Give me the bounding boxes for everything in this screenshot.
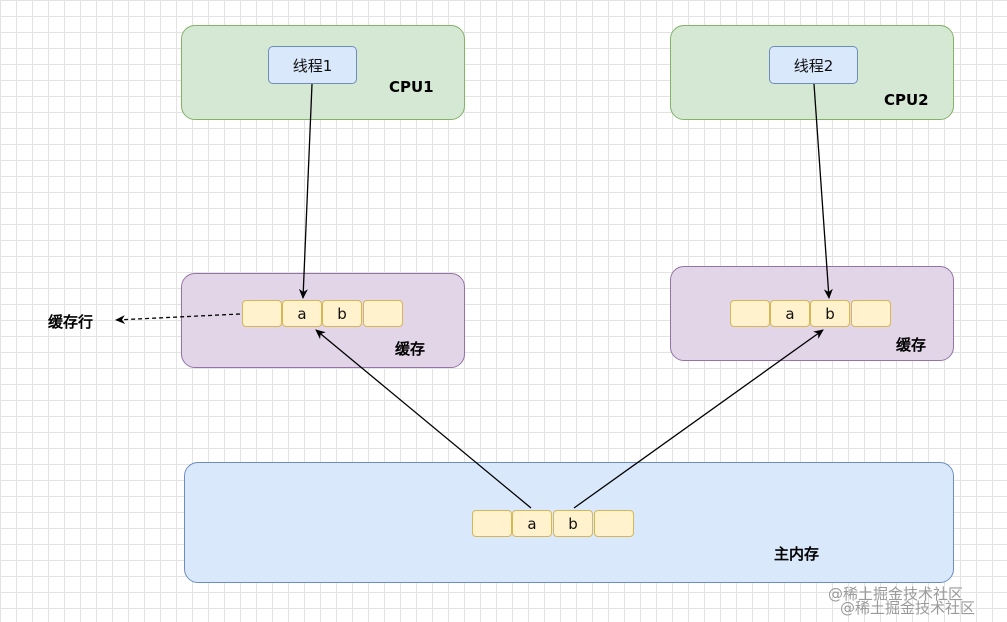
cpu2-label: CPU2 (884, 91, 929, 109)
cache2-label: 缓存 (896, 336, 927, 354)
watermark-text: @稀土掘金技术社区 (828, 585, 964, 603)
thread2-box: 线程2 (769, 46, 858, 84)
cache2-cell-a: a (770, 300, 810, 327)
cache-line-label: 缓存行 (48, 313, 94, 331)
memory-cell-1 (472, 510, 512, 537)
cache2-cell-1 (730, 300, 770, 327)
cpu1-label: CPU1 (389, 78, 434, 96)
cache2-cell-4 (851, 300, 891, 327)
main-memory-label: 主内存 (774, 545, 820, 563)
cache1-cell-a: a (282, 300, 322, 327)
memory-cell-b: b (553, 510, 593, 537)
watermark-text-shadow: @稀土掘金技术社区 (840, 599, 976, 617)
cache1-cell-4 (363, 300, 403, 327)
cache1-cell-1 (242, 300, 282, 327)
thread1-box: 线程1 (268, 46, 357, 84)
memory-cell-a: a (512, 510, 552, 537)
memory-cell-4 (594, 510, 634, 537)
cache1-cell-b: b (322, 300, 362, 327)
cache2-cell-b: b (810, 300, 850, 327)
cache1-label: 缓存 (395, 340, 426, 358)
